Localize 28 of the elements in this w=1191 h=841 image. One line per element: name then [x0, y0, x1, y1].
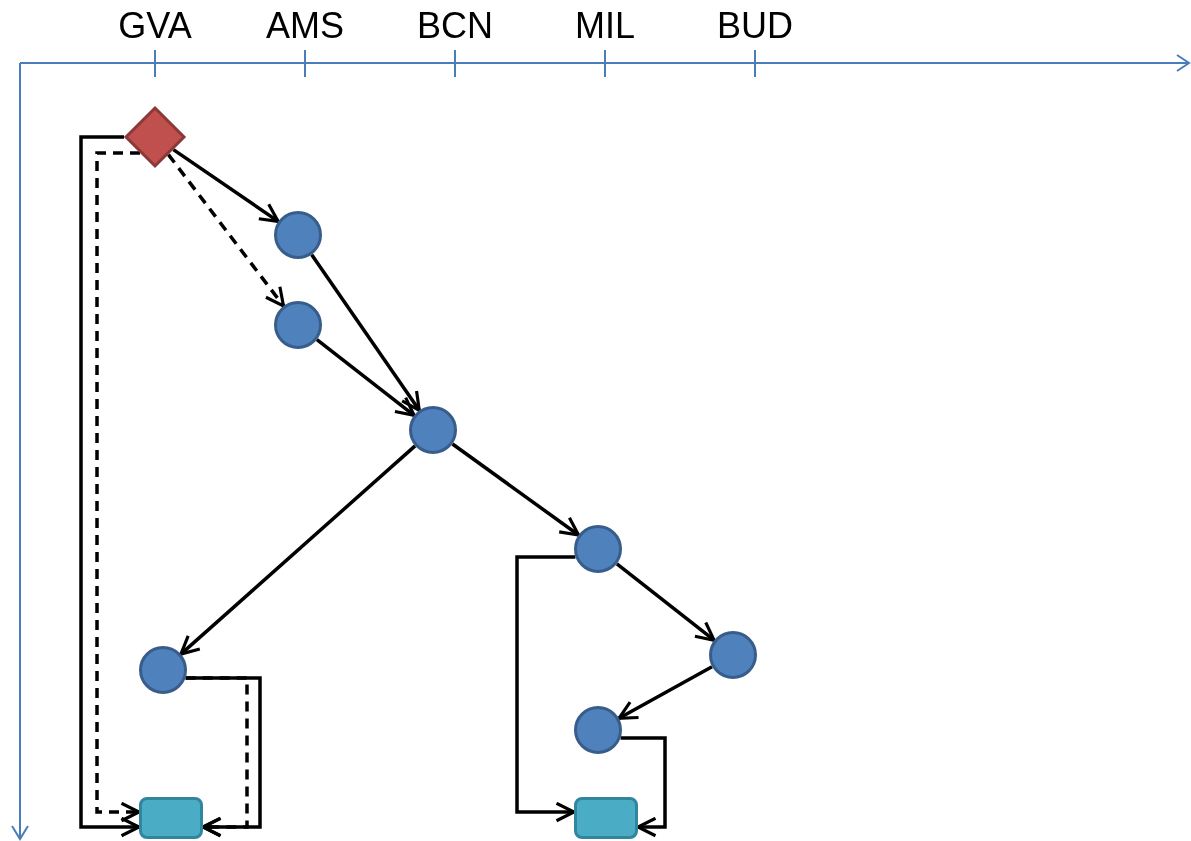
circle-node: [139, 646, 187, 694]
axis-label: MIL: [575, 6, 635, 46]
arrow: [515, 555, 576, 823]
circle-node: [709, 631, 757, 679]
arrow: [310, 253, 421, 412]
circle-node: [274, 301, 322, 349]
axis-label: BUD: [717, 6, 793, 46]
circle-node: [274, 211, 322, 259]
axis-label: GVA: [118, 6, 192, 46]
arrow: [172, 148, 280, 223]
dashed-arrow: [185, 676, 249, 838]
terminal-box: [139, 797, 203, 839]
arrow: [617, 665, 713, 720]
decision-diamond: [124, 106, 186, 168]
dashed-arrow: [95, 151, 141, 823]
circle-node: [409, 406, 457, 454]
arrow: [179, 444, 417, 656]
dashed-arrow: [167, 153, 286, 308]
circle-node: [574, 525, 622, 573]
circle-node: [574, 706, 622, 754]
arrow: [451, 442, 581, 537]
arrow: [620, 736, 667, 838]
arrow: [615, 562, 716, 642]
terminal-box: [574, 797, 638, 839]
arrow: [315, 338, 416, 417]
axis-label: AMS: [266, 6, 344, 46]
axis-label: BCN: [417, 6, 493, 46]
arrow: [79, 135, 141, 838]
